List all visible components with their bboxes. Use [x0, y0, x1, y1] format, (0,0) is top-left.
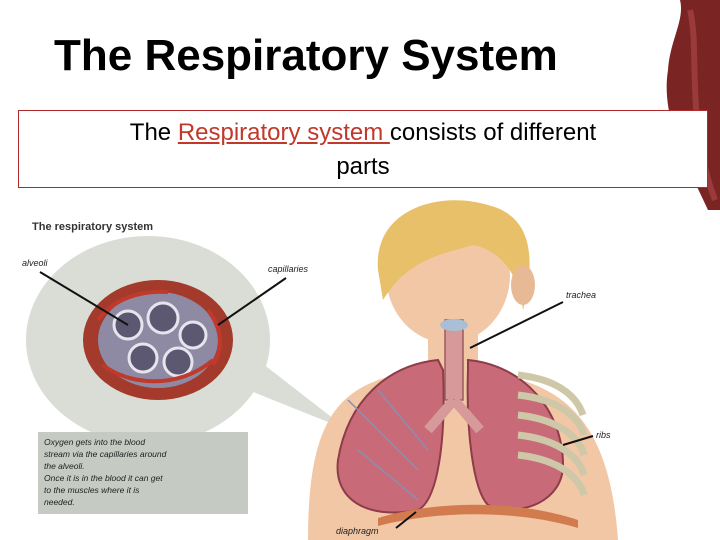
- caption-line-3: the alveoli.: [44, 461, 85, 471]
- subtitle-prefix: The: [129, 119, 178, 146]
- subtitle-box: The Respiratory system consists of diffe…: [18, 110, 708, 188]
- diaphragm-icon: [378, 504, 578, 528]
- alveoli-cluster-icon: [83, 280, 233, 400]
- caption-box: Oxygen gets into the blood stream via th…: [38, 432, 248, 514]
- respiratory-system-illustration: The respiratory system alveoli capillari…: [22, 200, 618, 540]
- alveoli-label: alveoli: [22, 258, 49, 268]
- caption-line-2: stream via the capillaries around: [44, 449, 167, 459]
- capillaries-label: capillaries: [268, 264, 309, 274]
- caption-line-4: Once it is in the blood it can get: [44, 473, 163, 483]
- hair-icon: [377, 200, 530, 310]
- alveoli-bubble: alveoli capillaries: [22, 236, 348, 444]
- slide-title: The Respiratory System: [54, 31, 558, 80]
- diaphragm-label: diaphragm: [336, 526, 379, 536]
- diagram-heading: The respiratory system: [32, 221, 153, 233]
- caption-line-1: Oxygen gets into the blood: [44, 437, 145, 447]
- caption-line-5: to the muscles where it is: [44, 485, 140, 495]
- trachea-icon: [424, 319, 484, 434]
- caption-line-6: needed.: [44, 497, 75, 507]
- subtitle-suffix: consists of different: [389, 119, 597, 146]
- ribs-label: ribs: [596, 430, 611, 440]
- ribs-icon: [517, 371, 588, 497]
- subtitle-line-2: parts: [336, 153, 390, 180]
- lungs-icon: [336, 358, 565, 514]
- trachea-label: trachea: [566, 290, 596, 300]
- subtitle-highlight: Respiratory system: [177, 119, 390, 146]
- subtitle-line-1: The Respiratory system consists of diffe…: [19, 116, 707, 150]
